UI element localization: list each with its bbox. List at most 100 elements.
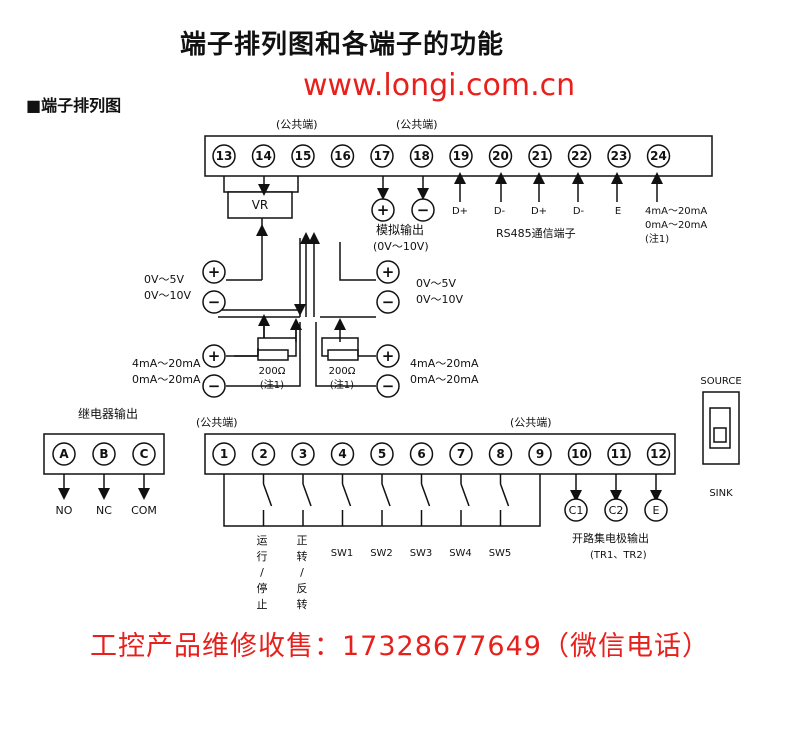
oc-terminal-c2 [604,498,628,522]
analog-out-plus-symbol [371,198,395,222]
terminal-15 [291,144,315,168]
terminal-2 [251,442,276,466]
terminal-12-number: 12 [650,447,667,461]
terminal-14 [251,144,276,168]
rs485-signal-3: D+ [531,206,547,217]
upper-common-label-1: (公共端) [276,118,318,131]
terminal-17-number: 17 [374,149,391,163]
terminal-1-number: 1 [220,447,228,461]
terminal-18-number: 18 [413,149,430,163]
terminal-7-number: 7 [457,447,465,461]
oc-terminal-e-label: E [653,504,660,517]
fwd-rev-char-5: 转 [297,597,308,611]
fwd-rev-char-4: 反 [297,582,308,595]
left-v-in-minus-sign: − [208,293,221,311]
terminal-17 [370,144,394,168]
relay-terminal-B-label: B [99,447,108,461]
rs485-signal-1: D+ [452,206,468,217]
page-title: 端子排列图和各端子的功能 [180,30,505,60]
terminal-15-number: 15 [295,149,312,163]
left-i-in-plus-sign: + [208,347,221,365]
terminal-22 [567,144,592,168]
analog-output-label: 模拟输出 [376,222,424,237]
lower-common-label-1: (公共端) [196,416,238,429]
left-v-in-plus-sign: + [208,263,221,281]
left-i-in-range-2: 0mA～20mA [132,373,201,386]
oc-output-label: 开路集电极输出 [572,531,649,545]
oc-terminal-c1 [564,498,588,522]
terminal-2-number: 2 [259,447,267,461]
section-heading: ■端子排列图 [26,96,122,115]
relay-terminal-A-label: A [59,447,69,461]
terminal-14-number: 14 [255,149,272,163]
oc-terminal-c2-label: C2 [609,504,624,517]
terminal-10 [567,442,592,466]
terminal-22-number: 22 [571,149,588,163]
terminal-11 [607,442,631,466]
left-i-in-minus-sign: − [208,377,221,395]
terminal-6 [409,442,434,466]
relay-terminal-C [132,442,156,466]
resistor-left [257,349,289,361]
current-out-line-3: (注1) [645,232,669,245]
source-label: SOURCE [700,376,741,387]
analog-out-plus-sign: + [377,201,390,219]
switch-label-5: SW5 [489,548,512,559]
terminal-20-number: 20 [492,149,509,163]
fwd-rev-char-1: 正 [297,534,308,547]
relay-output-nc: NC [96,504,112,517]
fwd-rev-char-3: / [300,566,304,579]
terminal-4-number: 4 [338,447,346,461]
lower-common-label-2: (公共端) [510,416,552,429]
oc-terminal-c1-label: C1 [569,504,584,517]
resistor-right-line-1: 200Ω [329,366,356,377]
left-i-in-plus-symbol [202,344,226,368]
left-v-in-range-1: 0V～5V [144,273,185,286]
right-v-in-range-1: 0V～5V [416,277,457,290]
current-out-line-1: 4mA～20mA [645,206,707,217]
sink-label: SINK [709,488,733,499]
terminal-8 [488,442,513,466]
relay-output-com: COM [131,504,157,517]
terminal-1 [212,442,236,466]
terminal-3-number: 3 [299,447,307,461]
right-v-in-plus-symbol [376,260,400,284]
terminal-23 [607,144,631,168]
rs485-signal-4: D- [573,206,585,217]
terminal-16-number: 16 [334,149,351,163]
left-i-in-range-1: 4mA～20mA [132,357,201,370]
switch-label-4: SW4 [449,548,472,559]
right-i-in-range-1: 4mA～20mA [410,357,479,370]
terminal-13 [212,144,236,168]
analog-out-minus-sign: − [417,201,430,219]
analog-out-minus-symbol [411,198,435,222]
relay-output-heading: 继电器输出 [78,406,138,421]
left-v-in-plus-symbol [202,260,226,284]
rs485-signal-2: D- [494,206,506,217]
resistor-right-line-2: (注1) [330,378,354,391]
resistor-right [327,349,359,361]
upper-common-label-2: (公共端) [396,118,438,131]
terminal-9 [528,442,552,466]
resistor-left-line-2: (注1) [260,378,284,391]
terminal-23-number: 23 [611,149,628,163]
switch-label-1: SW1 [331,548,354,559]
relay-output-no: NO [56,504,73,517]
run-stop-char-1: 运 [257,534,268,547]
terminal-6-number: 6 [417,447,425,461]
terminal-19 [449,144,473,168]
vr-potentiometer [227,191,293,219]
terminal-9-number: 9 [536,447,544,461]
relay-terminal-C-label: C [140,447,149,461]
run-stop-char-2: 行 [257,550,268,563]
terminal-24-number: 24 [650,149,667,163]
left-v-in-range-2: 0V～10V [144,289,192,302]
terminal-5-number: 5 [378,447,386,461]
right-i-in-range-2: 0mA～20mA [410,373,479,386]
relay-terminal-A [52,442,76,466]
left-v-in-minus-symbol [202,290,226,314]
current-out-line-2: 0mA～20mA [645,220,707,231]
left-i-in-minus-symbol [202,374,226,398]
right-i-in-plus-symbol [376,344,400,368]
